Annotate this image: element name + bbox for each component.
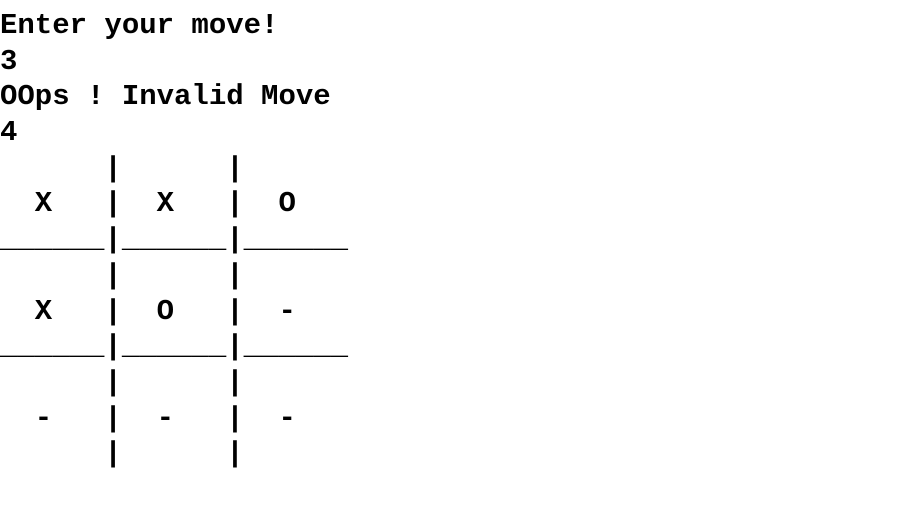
board-divider-row: ______|______|______: [0, 223, 349, 257]
board-spacer-row: | |: [0, 365, 244, 399]
board-row-3: - | - | -: [0, 401, 296, 435]
invalid-move-message: OOps ! Invalid Move: [0, 80, 331, 114]
board-spacer-row: | |: [0, 437, 244, 471]
board-row-1: X | X | O: [0, 187, 296, 221]
user-input-line: 3: [0, 44, 18, 78]
terminal-output: Enter your move! 3 OOps ! Invalid Move 4…: [0, 8, 919, 508]
board-divider-row: ______|______|______: [0, 330, 349, 364]
board-row-2: X | O | -: [0, 294, 296, 328]
user-input-line: 4: [0, 116, 18, 150]
board-spacer-row: | |: [0, 258, 244, 292]
tic-tac-toe-board: | | X | X | O ______|______|______ | | X…: [0, 151, 919, 472]
move-prompt: Enter your move!: [0, 9, 279, 42]
board-spacer-row: | |: [0, 151, 244, 185]
